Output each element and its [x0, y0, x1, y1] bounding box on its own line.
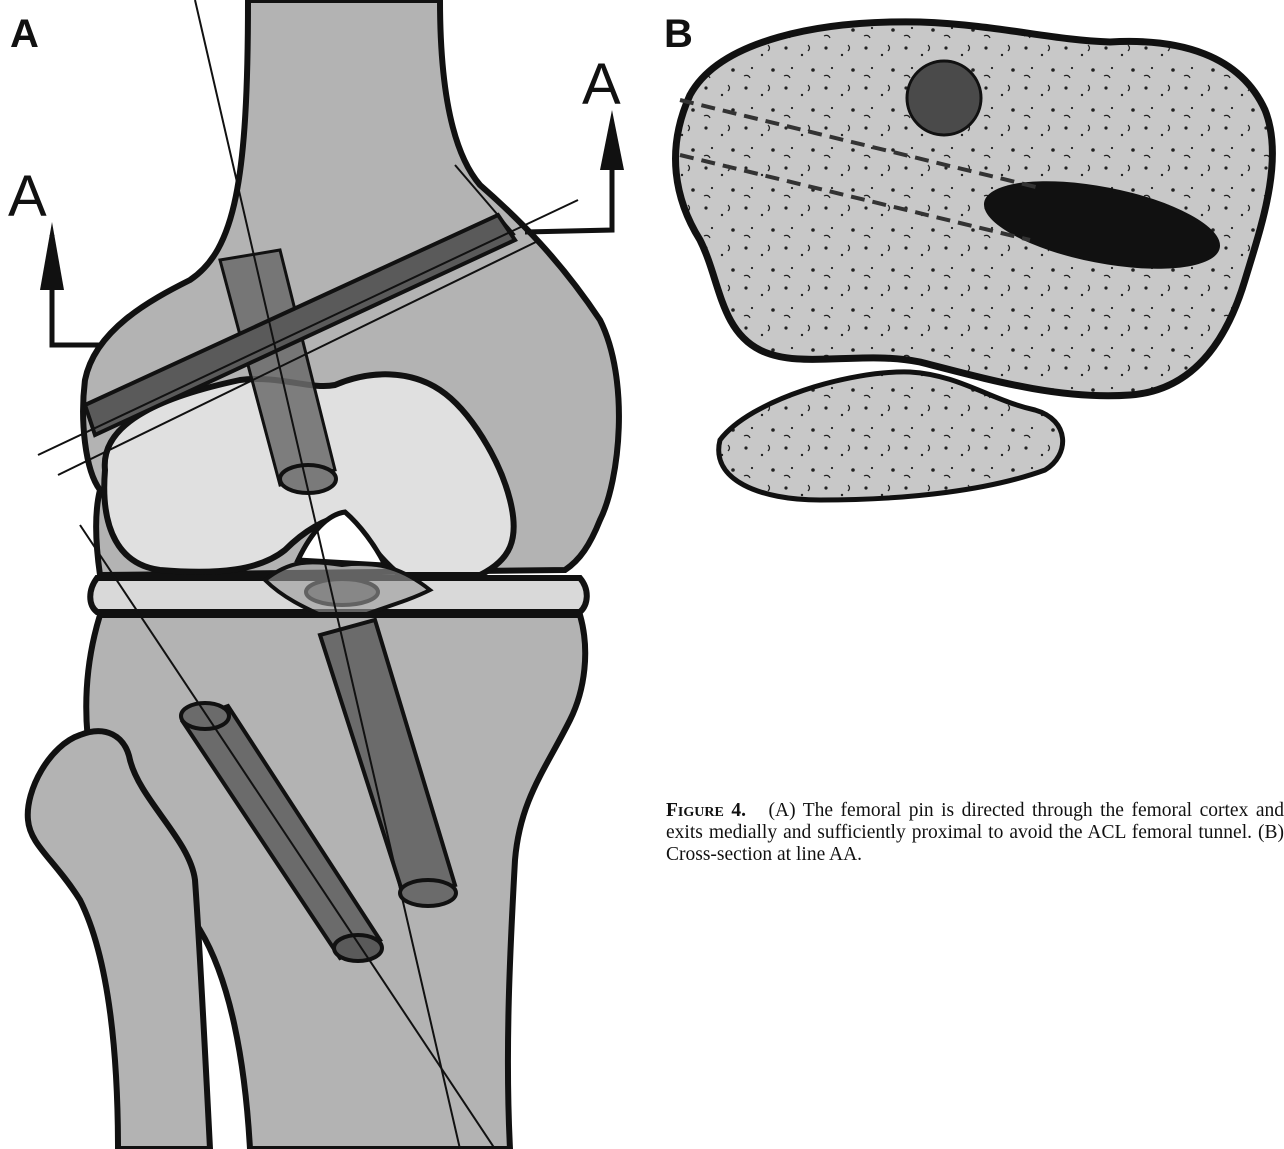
tunnel-circle [907, 61, 981, 135]
patella-cross-section [719, 372, 1063, 500]
figure-caption: Figure 4. (A) The femoral pin is directe… [666, 800, 1284, 866]
panel-label-a: A [10, 14, 39, 54]
caption-text: (A) The femoral pin is directed through … [666, 800, 1284, 865]
cross-section-diagram [660, 0, 1284, 540]
knee-anterior-diagram [0, 0, 640, 1149]
section-label-right: A [582, 56, 621, 114]
caption-label: Figure 4. [666, 800, 746, 821]
section-label-left: A [8, 168, 47, 226]
panel-label-b: B [664, 14, 693, 54]
